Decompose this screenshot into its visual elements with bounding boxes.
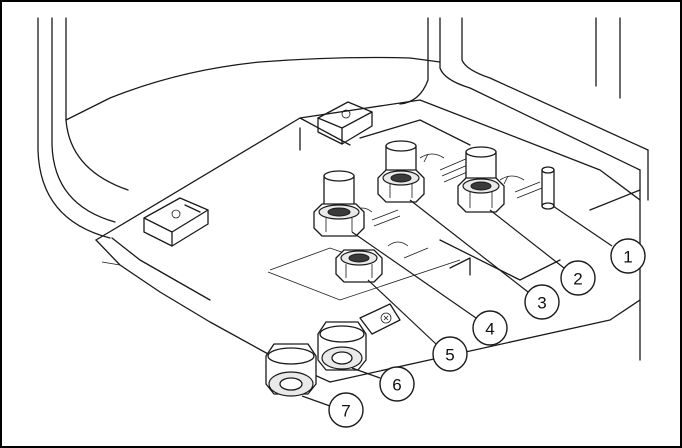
callout-7-label: 7 — [341, 402, 350, 421]
callout-5: 5 — [432, 336, 468, 372]
center-latch — [299, 101, 373, 151]
leader-lines — [301, 199, 613, 407]
callout-6-label: 6 — [392, 376, 401, 395]
callout-5-label: 5 — [445, 346, 454, 365]
callout-4: 4 — [472, 310, 508, 346]
callout-1: 1 — [610, 238, 646, 274]
connection-3-nut — [377, 140, 425, 203]
callout-1-label: 1 — [623, 248, 632, 267]
connection-2-nut — [457, 146, 505, 213]
callout-7: 7 — [328, 392, 364, 428]
fan-symbol-icon — [380, 312, 392, 324]
callout-6: 6 — [379, 366, 415, 402]
base-plate — [95, 99, 641, 383]
connection-4-nut — [313, 170, 365, 237]
connection-5-nut — [335, 249, 383, 283]
connection-6-cap — [317, 321, 367, 371]
callout-3: 3 — [524, 284, 560, 320]
callout-2-label: 2 — [573, 270, 582, 289]
connection-7-cap — [265, 343, 317, 397]
callout-4-label: 4 — [485, 320, 494, 339]
plate-symbols — [351, 153, 543, 259]
connection-1-pipe — [541, 166, 555, 210]
left-latch — [143, 197, 209, 247]
callout-3-label: 3 — [537, 294, 546, 313]
boiler-housing — [37, 17, 649, 361]
callout-2: 2 — [560, 260, 596, 296]
